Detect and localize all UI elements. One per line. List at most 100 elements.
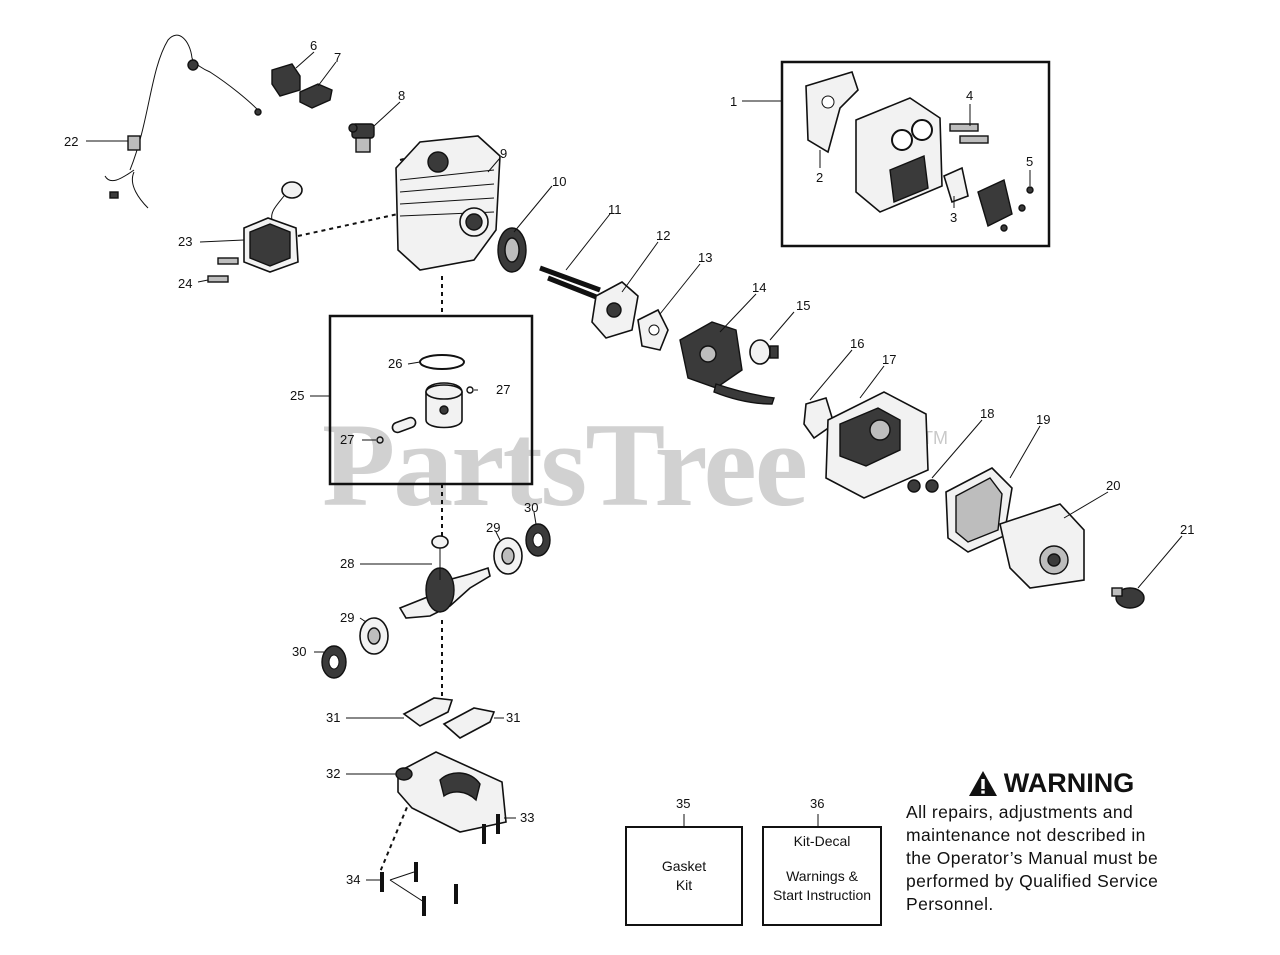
callout-1: 1 [730,94,737,109]
carb-gasket-part [637,308,669,351]
kit-box-25 [328,314,534,486]
callout-13: 13 [698,250,712,265]
callout-24: 24 [178,276,192,291]
callout-16: 16 [850,336,864,351]
crankcase-gasket-part-b [442,707,496,739]
muffler-part [855,97,943,213]
carb-adapter-part [591,281,639,339]
circlip-part-a [466,386,474,394]
callout-31b: 31 [506,710,520,725]
warning-line: Personnel. [906,894,994,914]
warning-block: WARNING All repairs, adjustments and mai… [906,768,1236,916]
muffler-gasket-part [943,166,969,204]
bearing-part-a [493,537,523,575]
decal-kit-label-2: Start Instruction [772,887,872,903]
callout-19: 19 [1036,412,1050,427]
callout-27a: 27 [496,382,510,397]
decal-kit-label-1: Warnings & [786,868,858,884]
heat-shield-part [805,71,859,154]
long-bolts-part [539,265,605,303]
warning-triangle-icon [968,771,997,796]
warning-title-text: WARNING [1003,768,1135,798]
callout-4: 4 [966,88,973,103]
gasket-kit-label-2: Kit [675,877,693,893]
callout-32: 32 [326,766,340,781]
warning-line: All repairs, adjustments and [906,802,1134,822]
callout-33: 33 [520,810,534,825]
callout-29a: 29 [486,520,500,535]
callout-3: 3 [950,210,957,225]
circlip-part-b [376,436,384,444]
carburetor-part [679,321,775,405]
air-gasket-part [803,397,835,440]
warning-text: All repairs, adjustments and maintenance… [906,801,1236,916]
crankshaft-part [398,535,491,619]
crankcase-screws-part-34 [380,862,458,916]
callout-11: 11 [608,202,622,217]
intake-boot-part [497,227,527,273]
kit-box-1 [780,60,1051,248]
muffler-plate-part [977,179,1034,232]
coil-screws-part [207,257,239,283]
callout-15: 15 [796,298,810,313]
callout-2: 2 [816,170,823,185]
callout-12: 12 [656,228,670,243]
wire-harness-part [104,34,262,209]
seal-part-b [321,645,347,679]
callout-34: 34 [346,872,360,887]
callout-31a: 31 [326,710,340,725]
callout-35: 35 [676,796,690,811]
callout-14: 14 [752,280,766,295]
callout-26: 26 [388,356,402,371]
decal-kit-title: Kit-Decal [793,833,851,849]
callout-7: 7 [334,50,341,65]
callout-30b: 30 [292,644,306,659]
nuts-part [907,479,939,493]
primer-bulb-part [749,339,779,365]
callout-10: 10 [552,174,566,189]
crankcase-part [395,751,507,833]
callout-25: 25 [290,388,304,403]
air-filter-part [945,467,1013,553]
gasket-kit-box: Gasket Kit [625,826,743,926]
callout-23: 23 [178,234,192,249]
air-filter-cover-part [999,503,1085,589]
callout-20: 20 [1106,478,1120,493]
callout-21: 21 [1180,522,1194,537]
air-filter-base-part [825,391,929,499]
callout-36: 36 [810,796,824,811]
bearing-part-b [359,617,389,655]
decal-kit-box: Kit-Decal Warnings & Start Instruction [762,826,882,926]
piston-part [425,382,463,429]
warning-line: the Operator’s Manual must be [906,848,1159,868]
cylinder-part [395,135,501,271]
watermark-trademark: TM [922,428,948,448]
callout-17: 17 [882,352,896,367]
callout-29b: 29 [340,610,354,625]
callout-30a: 30 [524,500,538,515]
piston-ring-part [419,354,465,370]
callout-5: 5 [1026,154,1033,169]
crankcase-gasket-part-a [402,697,454,727]
cover-knob-part [1111,587,1145,609]
crankcase-screws-part-33 [482,814,500,844]
callout-27b: 27 [340,432,354,447]
callout-6: 6 [310,38,317,53]
seal-part-a [525,523,551,557]
warning-title: WARNING [866,768,1236,799]
callout-18: 18 [980,406,994,421]
warning-line: maintenance not described in [906,825,1146,845]
gasket-kit-label-1: Gasket [661,858,707,874]
callout-28: 28 [340,556,354,571]
ignition-coil-part [243,181,303,273]
muffler-bolts-part [949,123,989,144]
callout-22: 22 [64,134,78,149]
switch-part-6 [271,63,301,97]
piston-pin-part [391,416,417,434]
spark-plug-part [348,123,375,153]
callout-8: 8 [398,88,405,103]
warning-line: performed by Qualified Service [906,871,1159,891]
switch-part-7 [299,83,333,109]
callout-9: 9 [500,146,507,161]
